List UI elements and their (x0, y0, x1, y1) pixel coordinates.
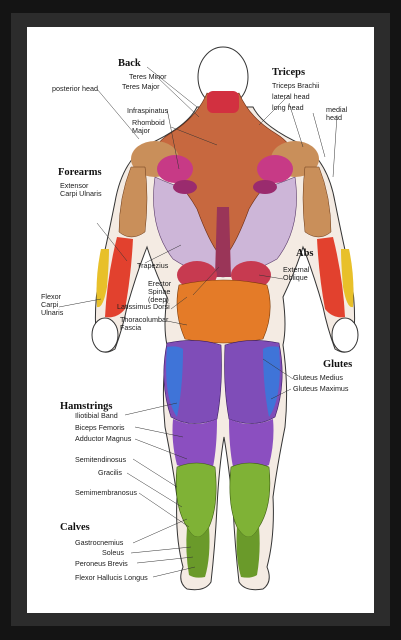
label-triceps-brachii: Triceps Brachii (272, 81, 320, 90)
right-hand (331, 317, 359, 353)
label-semimembranosus: Semimembranosus (75, 488, 137, 497)
left-hand (91, 317, 119, 353)
group-triceps-title: Triceps (272, 67, 306, 78)
label-infraspinatus: Infraspinatus (127, 106, 169, 115)
anatomy-panel: Back Triceps Forearms Abs Glutes Hamstri… (27, 27, 374, 613)
right-teres (253, 180, 277, 194)
label-flexor-hallucis-longus: Flexor Hallucis Longus (75, 573, 148, 582)
label-thoracolumbar-fascia: Thoracolumbar Fascia (120, 315, 169, 332)
group-back-title: Back (118, 58, 141, 69)
label-flexor-carpi-ulnaris: Flexor Carpi Ulnaris (41, 292, 64, 317)
label-teres-minor: Teres Minor (129, 72, 167, 81)
label-iliotibial-band: Iliotibial Band (75, 411, 118, 420)
neck-muscle (207, 91, 239, 113)
left-teres (173, 180, 197, 194)
label-extensor-carpi-ulnaris: Extensor Carpi Ulnaris (60, 181, 102, 198)
right-forearm-extensor (317, 237, 345, 318)
left-forearm-flexor (96, 249, 109, 308)
left-lower-leg (186, 527, 210, 578)
muscle-figure (58, 46, 359, 591)
left-hamstring (172, 419, 217, 470)
left-triceps (118, 166, 148, 238)
left-forearm-extensor (105, 237, 133, 318)
label-gracilis: Gracilis (98, 468, 122, 477)
leader-lines (58, 66, 338, 578)
right-triceps (302, 166, 332, 238)
right-lower-leg (236, 527, 260, 578)
label-gluteus-maximus: Gluteus Maximus (293, 384, 349, 393)
group-abs-title: Abs (296, 248, 314, 259)
label-external-oblique: External Oblique (283, 265, 310, 282)
right-forearm-flexor (341, 249, 354, 308)
label-trapezius: Trapezius (137, 261, 169, 270)
group-forearms-title: Forearms (58, 167, 102, 178)
label-lateral-head: lateral head (272, 92, 310, 101)
right-gluteus-blue (263, 346, 280, 417)
left-infraspinatus (157, 155, 193, 183)
label-erector-spinae: Erector Spinae (deep) (148, 279, 172, 304)
label-long-head: long head (272, 103, 304, 112)
group-calves-title: Calves (60, 522, 90, 533)
label-soleus: Soleus (102, 548, 124, 557)
label-medial-head: medial head (326, 105, 348, 122)
group-glutes-title: Glutes (323, 359, 353, 370)
thoracolumbar-fascia (176, 279, 271, 344)
label-latissimus-dorsi: Latissimus Dorsi (117, 302, 170, 311)
label-gluteus-medius: Gluteus Medius (293, 373, 343, 382)
label-biceps-femoris: Biceps Femoris (75, 423, 125, 432)
label-semitendinosus: Semitendinosus (75, 455, 127, 464)
label-rhomboid-major: Rhomboid Major (132, 118, 165, 135)
label-peroneus-brevis: Peroneus Brevis (75, 559, 128, 568)
label-posterior-head: posterior head (52, 84, 98, 93)
left-gluteus-blue (166, 346, 183, 417)
right-infraspinatus (257, 155, 293, 183)
label-teres-major: Teres Major (122, 82, 160, 91)
label-adductor-magnus: Adductor Magnus (75, 434, 132, 443)
erector-spinae (215, 207, 231, 277)
label-gastrocnemius: Gastrocnemius (75, 538, 124, 547)
group-hamstrings-title: Hamstrings (60, 401, 113, 412)
right-hamstring (229, 419, 274, 470)
